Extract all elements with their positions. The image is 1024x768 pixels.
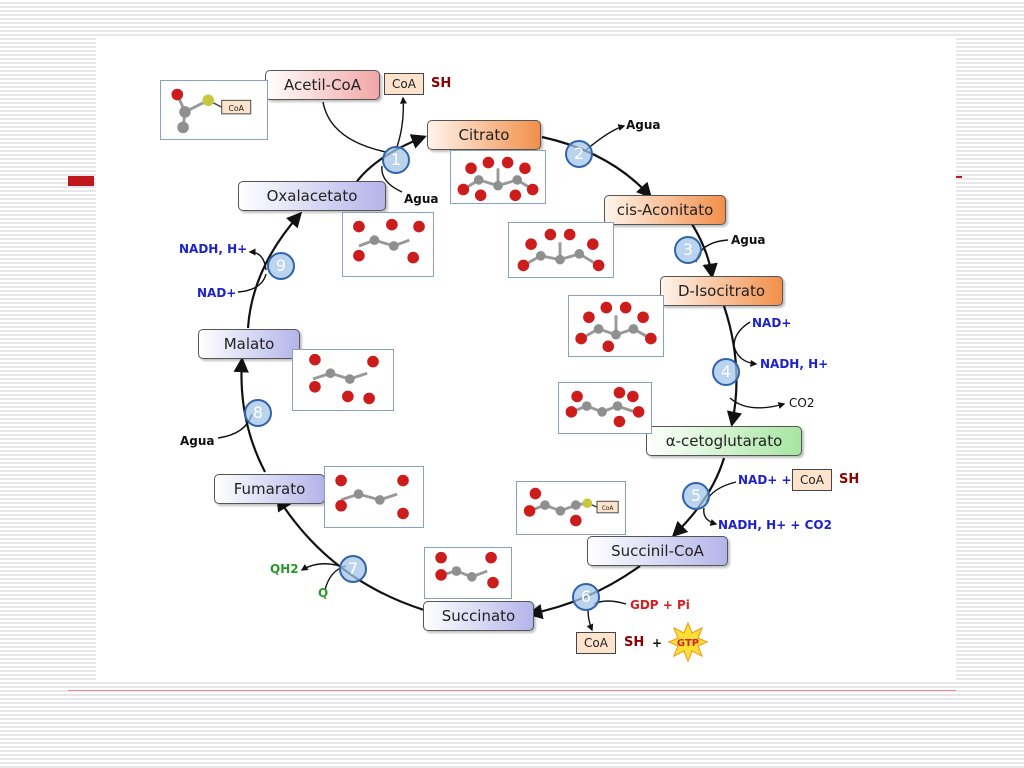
gtp-star-icon: GTP — [668, 622, 708, 662]
agua-label-2: Agua — [626, 118, 661, 132]
sh-label-top: SH — [431, 76, 452, 91]
nadh-co2-label-5: NADH, H+ + CO2 — [718, 518, 832, 532]
node-citrato: Citrato — [427, 120, 541, 150]
coa-box-step6: CoA — [576, 632, 616, 654]
step-9: 9 — [267, 252, 295, 280]
molecule-succinato — [424, 547, 512, 599]
accent-stripe-left — [68, 176, 94, 186]
coa-box-top: CoA — [384, 73, 424, 95]
coa-box-step5: CoA — [792, 469, 832, 491]
nad-label-5: NAD+ + — [738, 473, 792, 487]
arrow-malato-to-oxalacetato — [246, 211, 303, 329]
node-malato: Malato — [198, 329, 300, 359]
co2-label-4: CO2 — [789, 396, 815, 410]
node-alfa-cetoglutarato: α-cetoglutarato — [646, 426, 802, 456]
arrow-acetilcoa-in — [322, 101, 387, 153]
arrow-cisaconitato-to-isocitrato — [691, 223, 718, 280]
arrow-nadh-9 — [248, 248, 267, 271]
gdp-pi-label: GDP + Pi — [630, 598, 690, 612]
gtp-label: GTP — [677, 638, 699, 649]
sh-label-step6: SH — [624, 635, 645, 650]
step-2: 2 — [565, 140, 593, 168]
nadh-label-4: NADH, H+ — [760, 357, 829, 371]
arrow-coash-6 — [586, 609, 594, 632]
coa-tag-acetil: CoA — [229, 104, 245, 113]
node-succinil-coa: Succinil-CoA — [587, 536, 728, 566]
arrow-qh2-7 — [300, 563, 341, 571]
step-5: 5 — [682, 482, 710, 510]
agua-label-1: Agua — [404, 192, 439, 206]
nad-label-9: NAD+ — [197, 286, 237, 300]
arrow-nad-5 — [705, 481, 737, 503]
sh-label-step5: SH — [839, 472, 860, 487]
arrow-nad-4 — [733, 321, 751, 347]
molecule-succinil-coa: CoA — [516, 481, 626, 535]
step-4: 4 — [712, 358, 740, 386]
molecule-citrato — [450, 150, 546, 204]
agua-label-8: Agua — [180, 434, 215, 448]
arrow-agua-2 — [585, 124, 626, 151]
nadh-label-9: NADH, H+ — [179, 242, 248, 256]
arrow-nadh-4 — [733, 345, 758, 367]
step-8: 8 — [244, 399, 272, 427]
molecule-oxalacetato — [342, 212, 434, 277]
node-fumarato: Fumarato — [214, 474, 325, 504]
arrow-citrato-to-cisaconitato — [541, 135, 653, 199]
molecule-alfa-cetoglutarato — [558, 382, 652, 434]
agua-label-3: Agua — [731, 233, 766, 247]
nad-label-4: NAD+ — [752, 316, 792, 330]
accent-stripe-right — [956, 176, 962, 178]
molecule-malato — [292, 349, 394, 411]
arrow-coash-out — [395, 96, 407, 151]
coa-tag-succinil: CoA — [602, 506, 614, 512]
node-succinato: Succinato — [423, 601, 534, 631]
node-cis-aconitato: cis-Aconitato — [604, 195, 726, 225]
step-6: 6 — [572, 583, 600, 611]
plus-label-gtp: + — [652, 636, 663, 650]
molecule-d-isocitrato — [568, 295, 664, 357]
arrow-agua-1 — [381, 165, 403, 193]
node-oxalacetato: Oxalacetato — [238, 181, 386, 211]
arrow-nad-9 — [237, 273, 267, 293]
step-1: 1 — [382, 146, 410, 174]
qh2-label: QH2 — [270, 562, 299, 576]
bottom-rule — [68, 690, 956, 691]
step-7: 7 — [339, 555, 367, 583]
step-3: 3 — [674, 236, 702, 264]
molecule-acetil-coa: CoA — [160, 80, 268, 140]
arrow-co2-4 — [729, 397, 786, 409]
molecule-cis-aconitato — [508, 222, 614, 278]
node-d-isocitrato: D-Isocitrato — [660, 276, 783, 306]
arrow-nadh-5 — [703, 507, 718, 526]
node-acetil-coa: Acetil-CoA — [265, 70, 380, 100]
q-label: Q — [318, 586, 329, 600]
molecule-fumarato — [324, 466, 424, 528]
